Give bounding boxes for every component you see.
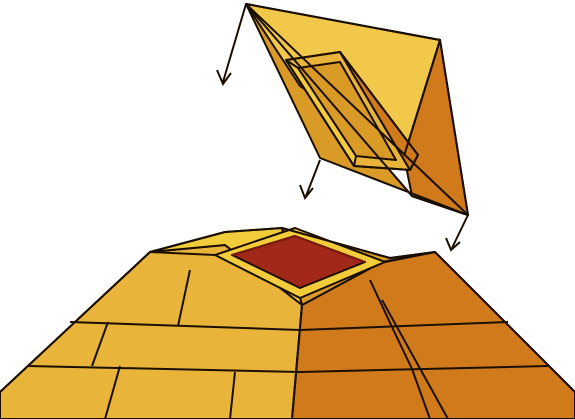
- base: [0, 228, 575, 419]
- arrow-right: [446, 215, 468, 250]
- lid: [246, 4, 468, 215]
- arrow-middle: [300, 160, 320, 198]
- arrow-left: [217, 4, 246, 84]
